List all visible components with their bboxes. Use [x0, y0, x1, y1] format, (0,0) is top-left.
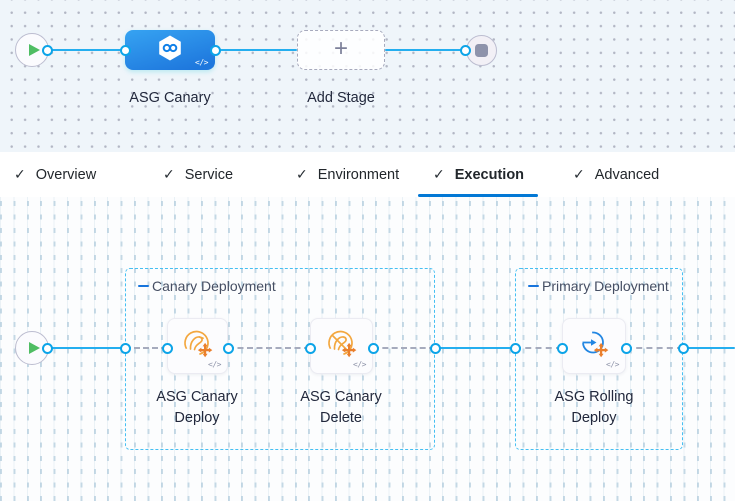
pipeline-end-node[interactable] [466, 35, 497, 66]
tab-label: Advanced [594, 166, 660, 183]
connector-port[interactable] [41, 342, 53, 354]
connector-port[interactable] [620, 342, 632, 354]
harness-cd-hexagon-icon [155, 33, 185, 68]
tab-label: Environment [317, 166, 400, 183]
connector-port[interactable] [209, 44, 221, 56]
step-group-canary-deployment: Canary Deployment [125, 268, 435, 450]
play-icon [28, 342, 40, 354]
pipeline-graph-canvas[interactable]: </> + ASG Canary Add Stage [0, 0, 735, 152]
stage-config-tabbar: ✓ Overview ✓ Service ✓ Environment ✓ Exe… [0, 152, 735, 197]
connector-line [47, 48, 125, 52]
step-asg-canary-deploy[interactable]: </> [167, 318, 228, 374]
execution-canvas[interactable]: Canary Deployment Primary Deployment [0, 197, 735, 501]
stop-icon [475, 44, 488, 57]
dashed-connector [373, 347, 435, 349]
tab-environment[interactable]: ✓ Environment [296, 152, 399, 197]
dashed-connector [515, 347, 562, 349]
group-title: Primary Deployment [542, 278, 669, 294]
group-collapse-toggle[interactable]: Primary Deployment [528, 278, 669, 294]
play-icon [28, 44, 40, 56]
connector-line [385, 48, 465, 52]
group-collapse-toggle[interactable]: Canary Deployment [138, 278, 276, 294]
connector-line [683, 346, 735, 350]
code-icon[interactable]: </> [353, 360, 366, 369]
asg-canary-deploy-icon [180, 319, 216, 367]
dashed-connector [626, 347, 683, 349]
step-name-label[interactable]: ASG Canary Deploy [137, 387, 257, 429]
step-label-line: ASG Rolling [554, 389, 634, 405]
stage-node-asg-canary[interactable]: </> [125, 30, 215, 70]
add-stage-button[interactable]: + [297, 30, 385, 70]
plus-icon: + [333, 35, 348, 62]
connector-port[interactable] [367, 342, 379, 354]
step-group-primary-deployment: Primary Deployment [515, 268, 683, 450]
step-label-line: ASG Canary [300, 389, 382, 405]
connector-port[interactable] [429, 342, 441, 354]
code-icon[interactable]: </> [606, 360, 619, 369]
code-icon[interactable]: </> [195, 58, 208, 67]
asg-canary-delete-icon [324, 319, 360, 367]
tab-label: Execution [454, 166, 525, 183]
connector-port[interactable] [459, 44, 471, 56]
tab-overview[interactable]: ✓ Overview [14, 152, 96, 197]
check-icon: ✓ [573, 166, 585, 183]
active-tab-underline [418, 194, 538, 197]
collapse-dash-icon [138, 284, 149, 288]
tab-advanced[interactable]: ✓ Advanced [573, 152, 659, 197]
step-asg-rolling-deploy[interactable]: </> [562, 318, 626, 374]
connector-port[interactable] [677, 342, 689, 354]
connector-port[interactable] [119, 44, 131, 56]
connector-port[interactable] [556, 342, 568, 354]
group-title: Canary Deployment [152, 278, 276, 294]
connector-port[interactable] [222, 342, 234, 354]
connector-line [47, 346, 125, 350]
tab-label: Service [184, 166, 234, 183]
check-icon: ✓ [433, 166, 445, 183]
connector-port[interactable] [41, 44, 53, 56]
step-label-line: Deploy [174, 410, 220, 426]
collapse-dash-icon [528, 284, 539, 288]
tab-service[interactable]: ✓ Service [163, 152, 233, 197]
connector-line [435, 346, 515, 350]
add-stage-label[interactable]: Add Stage [307, 90, 375, 106]
step-label-line: ASG Canary [156, 389, 238, 405]
connector-port[interactable] [509, 342, 521, 354]
step-asg-canary-delete[interactable]: </> [310, 318, 373, 374]
tab-label: Overview [35, 166, 97, 183]
check-icon: ✓ [14, 166, 26, 183]
connector-port[interactable] [161, 342, 173, 354]
stage-name-label[interactable]: ASG Canary [129, 90, 211, 106]
step-name-label[interactable]: ASG Rolling Deploy [534, 387, 654, 429]
code-icon[interactable]: </> [208, 360, 221, 369]
connector-port[interactable] [304, 342, 316, 354]
step-name-label[interactable]: ASG Canary Delete [281, 387, 401, 429]
check-icon: ✓ [296, 166, 308, 183]
dashed-connector [228, 347, 310, 349]
tab-execution[interactable]: ✓ Execution [433, 152, 524, 197]
check-icon: ✓ [163, 166, 175, 183]
asg-rolling-deploy-icon [576, 319, 612, 367]
connector-port[interactable] [119, 342, 131, 354]
step-label-line: Deploy [571, 410, 617, 426]
dashed-connector [125, 347, 167, 349]
step-label-line: Delete [320, 410, 362, 426]
connector-line [215, 48, 297, 52]
